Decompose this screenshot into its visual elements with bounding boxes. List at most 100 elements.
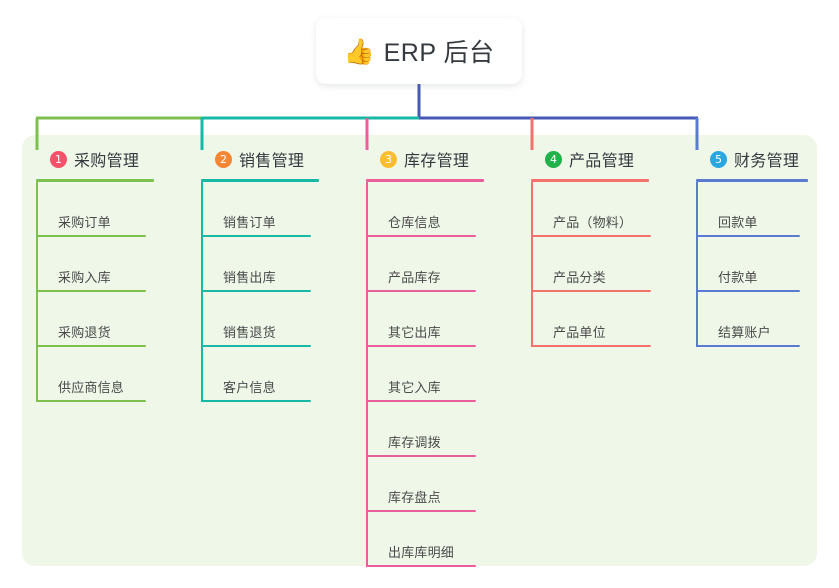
branch-title: 产品管理 bbox=[569, 153, 635, 170]
branch-leaf-list: 采购订单采购入库采购退货供应商信息 bbox=[36, 182, 154, 402]
branch-leaf-list: 销售订单销售出库销售退货客户信息 bbox=[201, 182, 319, 402]
leaf-item-underline bbox=[36, 345, 146, 347]
leaf-item[interactable]: 销售退货 bbox=[201, 292, 319, 347]
branch-header-5[interactable]: 5 财务管理 bbox=[696, 143, 808, 175]
leaf-item-label: 结算账户 bbox=[718, 325, 771, 340]
leaf-item-label: 客户信息 bbox=[223, 380, 276, 395]
branch-title: 库存管理 bbox=[404, 153, 470, 170]
leaf-item-underline bbox=[531, 345, 651, 347]
leaf-item-underline bbox=[366, 235, 476, 237]
branch-spine bbox=[531, 182, 533, 347]
leaf-item-label: 付款单 bbox=[718, 270, 758, 285]
leaf-item[interactable]: 采购退货 bbox=[36, 292, 154, 347]
leaf-item-underline bbox=[366, 400, 476, 402]
thumbs-up-icon: 👍 bbox=[343, 36, 375, 66]
branch-header-1[interactable]: 1 采购管理 bbox=[36, 143, 154, 175]
leaf-item[interactable]: 其它出库 bbox=[366, 292, 484, 347]
leaf-item-label: 产品单位 bbox=[553, 325, 606, 340]
leaf-item[interactable]: 回款单 bbox=[696, 182, 808, 237]
leaf-item-underline bbox=[366, 510, 476, 512]
leaf-item-underline bbox=[366, 455, 476, 457]
leaf-item-underline bbox=[201, 290, 311, 292]
branch-spine bbox=[366, 182, 368, 567]
leaf-item-label: 采购订单 bbox=[58, 215, 111, 230]
leaf-item[interactable]: 销售订单 bbox=[201, 182, 319, 237]
branch-column: 4 产品管理产品（物料） 产品分类产品单位 bbox=[531, 143, 651, 347]
branch-spine bbox=[696, 182, 698, 347]
branch-column: 3 库存管理仓库信息产品库存其它出库其它入库库存调拨库存盘点出库库明细 bbox=[366, 143, 484, 567]
branch-leaf-list: 回款单付款单结算账户 bbox=[696, 182, 808, 347]
leaf-item[interactable]: 客户信息 bbox=[201, 347, 319, 402]
leaf-item-underline bbox=[36, 235, 146, 237]
branch-title: 财务管理 bbox=[734, 153, 800, 170]
leaf-item-underline bbox=[366, 290, 476, 292]
leaf-item-underline bbox=[696, 235, 800, 237]
leaf-item-underline bbox=[201, 345, 311, 347]
branch-leaf-list: 仓库信息产品库存其它出库其它入库库存调拨库存盘点出库库明细 bbox=[366, 182, 484, 567]
leaf-item[interactable]: 产品（物料） bbox=[531, 182, 651, 237]
branch-leaf-list: 产品（物料） 产品分类产品单位 bbox=[531, 182, 651, 347]
branch-header-underline bbox=[531, 179, 649, 182]
leaf-item-label: 库存调拨 bbox=[388, 435, 441, 450]
leaf-item[interactable]: 产品单位 bbox=[531, 292, 651, 347]
leaf-item-label: 库存盘点 bbox=[388, 490, 441, 505]
branch-title: 采购管理 bbox=[74, 153, 140, 170]
leaf-item[interactable]: 库存调拨 bbox=[366, 402, 484, 457]
branch-header-4[interactable]: 4 产品管理 bbox=[531, 143, 651, 175]
leaf-item[interactable]: 仓库信息 bbox=[366, 182, 484, 237]
leaf-item[interactable]: 产品分类 bbox=[531, 237, 651, 292]
root-node-title: ERP 后台 bbox=[383, 39, 495, 67]
leaf-item-underline bbox=[696, 345, 800, 347]
leaf-item[interactable]: 产品库存 bbox=[366, 237, 484, 292]
branch-header-underline bbox=[201, 179, 319, 182]
branch-column: 1 采购管理采购订单采购入库采购退货供应商信息 bbox=[36, 143, 154, 402]
leaf-item[interactable]: 结算账户 bbox=[696, 292, 808, 347]
leaf-item-label: 销售订单 bbox=[223, 215, 276, 230]
branch-spine bbox=[201, 182, 203, 402]
leaf-item-underline bbox=[696, 290, 800, 292]
leaf-item-underline bbox=[36, 290, 146, 292]
leaf-item-label: 销售退货 bbox=[223, 325, 276, 340]
branch-header-underline bbox=[36, 179, 154, 182]
leaf-item-label: 产品分类 bbox=[553, 270, 606, 285]
leaf-item[interactable]: 采购入库 bbox=[36, 237, 154, 292]
leaf-item-label: 供应商信息 bbox=[58, 380, 125, 395]
branch-header-underline bbox=[366, 179, 484, 182]
leaf-item[interactable]: 出库库明细 bbox=[366, 512, 484, 567]
branch-number-badge: 3 bbox=[380, 150, 397, 168]
leaf-item-label: 产品（物料） bbox=[553, 215, 633, 230]
branch-number-badge: 5 bbox=[710, 150, 727, 168]
branch-number-badge: 2 bbox=[215, 150, 232, 168]
leaf-item-label: 采购入库 bbox=[58, 270, 111, 285]
leaf-item[interactable]: 其它入库 bbox=[366, 347, 484, 402]
branch-header-3[interactable]: 3 库存管理 bbox=[366, 143, 484, 175]
leaf-item-label: 其它入库 bbox=[388, 380, 441, 395]
leaf-item-underline bbox=[36, 400, 146, 402]
leaf-item-underline bbox=[366, 345, 476, 347]
leaf-item[interactable]: 库存盘点 bbox=[366, 457, 484, 512]
branch-number-badge: 4 bbox=[545, 150, 562, 168]
leaf-item-underline bbox=[201, 235, 311, 237]
branch-header-2[interactable]: 2 销售管理 bbox=[201, 143, 319, 175]
branch-column: 5 财务管理回款单付款单结算账户 bbox=[696, 143, 808, 347]
leaf-item[interactable]: 采购订单 bbox=[36, 182, 154, 237]
branch-number-badge: 1 bbox=[50, 150, 67, 168]
branch-header-underline bbox=[696, 179, 808, 182]
leaf-item-label: 销售出库 bbox=[223, 270, 276, 285]
leaf-item-underline bbox=[366, 565, 476, 567]
leaf-item[interactable]: 付款单 bbox=[696, 237, 808, 292]
leaf-item-label: 采购退货 bbox=[58, 325, 111, 340]
leaf-item[interactable]: 销售出库 bbox=[201, 237, 319, 292]
branch-column: 2 销售管理销售订单销售出库销售退货客户信息 bbox=[201, 143, 319, 402]
leaf-item-label: 出库库明细 bbox=[388, 545, 455, 560]
leaf-item-label: 仓库信息 bbox=[388, 215, 441, 230]
leaf-item-underline bbox=[531, 235, 651, 237]
leaf-item-underline bbox=[531, 290, 651, 292]
leaf-item[interactable]: 供应商信息 bbox=[36, 347, 154, 402]
branches-panel bbox=[22, 135, 817, 566]
branch-spine bbox=[36, 182, 38, 402]
branch-title: 销售管理 bbox=[239, 153, 305, 170]
root-node[interactable]: 👍 ERP 后台 bbox=[316, 18, 522, 84]
leaf-item-underline bbox=[201, 400, 311, 402]
